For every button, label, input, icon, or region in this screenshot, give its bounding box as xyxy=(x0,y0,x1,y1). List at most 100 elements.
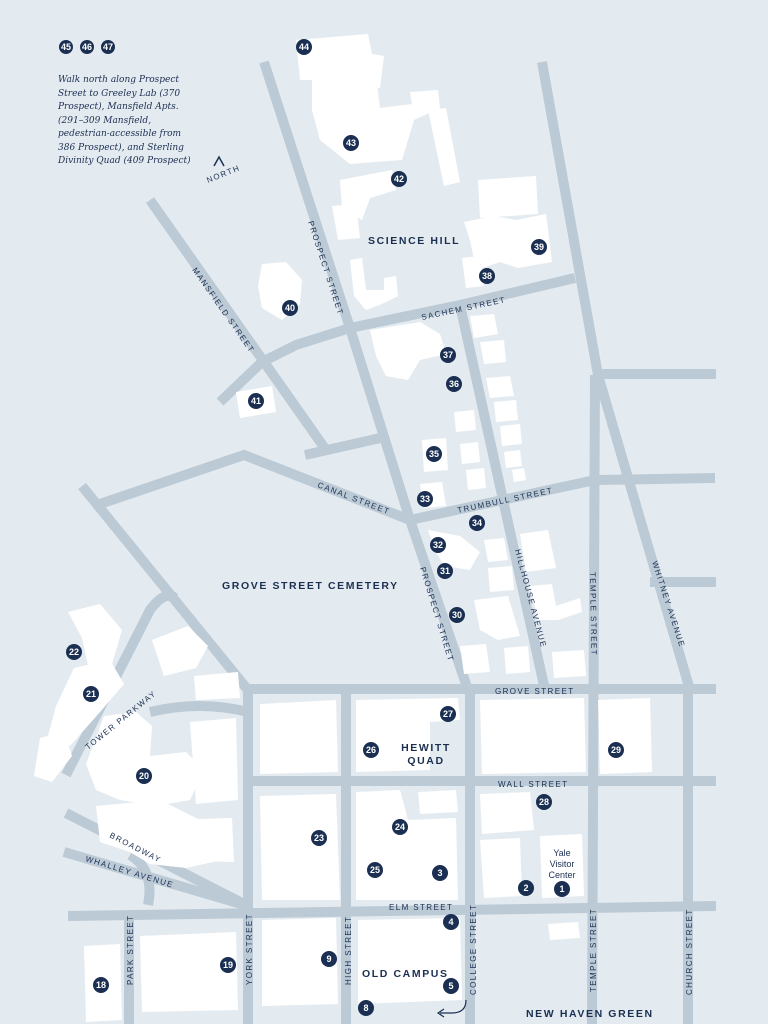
roads xyxy=(61,60,717,1024)
road-tower-parkway xyxy=(61,590,250,778)
extra-locations-legend: 45 46 47 xyxy=(59,40,115,54)
svg-text:5: 5 xyxy=(448,981,453,991)
road-mansfield xyxy=(145,197,331,453)
building xyxy=(504,646,530,674)
svg-text:9: 9 xyxy=(326,954,331,964)
building xyxy=(48,660,124,746)
pin-25[interactable]: 25 xyxy=(367,862,383,878)
svg-text:19: 19 xyxy=(223,960,233,970)
building xyxy=(358,918,462,1004)
svg-text:3: 3 xyxy=(437,868,442,878)
pin-27[interactable]: 27 xyxy=(440,706,456,722)
pin-18[interactable]: 18 xyxy=(93,977,109,993)
pin-42[interactable]: 42 xyxy=(391,171,407,187)
svg-text:29: 29 xyxy=(611,745,621,755)
north-label: NORTH xyxy=(205,163,241,185)
svg-text:36: 36 xyxy=(449,379,459,389)
pin-41[interactable]: 41 xyxy=(248,393,264,409)
pin-43[interactable]: 43 xyxy=(343,135,359,151)
pin-44[interactable]: 44 xyxy=(296,39,312,55)
svg-text:34: 34 xyxy=(472,518,482,528)
building xyxy=(460,644,490,674)
north-arrow-icon xyxy=(213,155,225,167)
pin-26[interactable]: 26 xyxy=(363,742,379,758)
building xyxy=(462,256,484,288)
pin-38[interactable]: 38 xyxy=(479,268,495,284)
svg-text:40: 40 xyxy=(285,303,295,313)
street-label-york: YORK STREET xyxy=(245,913,254,985)
building xyxy=(466,468,486,490)
location-pins: 1 2 3 4 5 8 9 18 19 20 21 22 23 24 25 26… xyxy=(66,39,624,1016)
pin-37[interactable]: 37 xyxy=(440,347,456,363)
pin-35[interactable]: 35 xyxy=(426,446,442,462)
building xyxy=(486,376,514,398)
pin-45[interactable]: 45 xyxy=(59,40,73,54)
street-label-temple: TEMPLE STREET xyxy=(588,572,598,656)
svg-text:26: 26 xyxy=(366,745,376,755)
svg-text:35: 35 xyxy=(429,449,439,459)
street-label-college: COLLEGE STREET xyxy=(469,904,478,995)
pin-5[interactable]: 5 xyxy=(443,978,459,994)
svg-text:46: 46 xyxy=(82,42,92,52)
pin-31[interactable]: 31 xyxy=(437,563,453,579)
pin-20[interactable]: 20 xyxy=(136,768,152,784)
north-indicator: NORTH xyxy=(205,155,241,185)
building xyxy=(190,718,238,804)
pin-34[interactable]: 34 xyxy=(469,515,485,531)
pin-36[interactable]: 36 xyxy=(446,376,462,392)
building xyxy=(484,538,508,562)
pin-24[interactable]: 24 xyxy=(392,819,408,835)
pin-30[interactable]: 30 xyxy=(449,607,465,623)
pin-3[interactable]: 3 xyxy=(432,865,448,881)
pin-33[interactable]: 33 xyxy=(417,491,433,507)
svg-text:41: 41 xyxy=(251,396,261,406)
street-label-grove: GROVE STREET xyxy=(495,687,574,696)
svg-text:25: 25 xyxy=(370,865,380,875)
building xyxy=(480,698,586,774)
svg-text:23: 23 xyxy=(314,833,324,843)
svg-text:28: 28 xyxy=(539,797,549,807)
building xyxy=(530,584,582,620)
svg-text:43: 43 xyxy=(346,138,356,148)
building xyxy=(512,468,526,482)
building xyxy=(480,340,506,364)
pin-8[interactable]: 8 xyxy=(358,1000,374,1016)
pin-19[interactable]: 19 xyxy=(220,957,236,973)
svg-text:33: 33 xyxy=(420,494,430,504)
pin-39[interactable]: 39 xyxy=(531,239,547,255)
building xyxy=(428,108,460,186)
pin-47[interactable]: 47 xyxy=(101,40,115,54)
building xyxy=(548,922,580,940)
road-sachem xyxy=(216,273,577,406)
pin-32[interactable]: 32 xyxy=(430,537,446,553)
pin-22[interactable]: 22 xyxy=(66,644,82,660)
building xyxy=(470,314,498,338)
building xyxy=(504,450,522,468)
building xyxy=(370,322,446,380)
area-label-grove-street-cemetery: GROVE STREET CEMETERY xyxy=(222,580,399,592)
pin-29[interactable]: 29 xyxy=(608,742,624,758)
pin-46[interactable]: 46 xyxy=(80,40,94,54)
building xyxy=(164,818,234,862)
building xyxy=(356,698,460,772)
pin-21[interactable]: 21 xyxy=(83,686,99,702)
pin-2[interactable]: 2 xyxy=(518,880,534,896)
pin-1[interactable]: 1 xyxy=(554,881,570,897)
svg-text:39: 39 xyxy=(534,242,544,252)
label-visitor-center-line-2: Visitor xyxy=(550,859,575,869)
building xyxy=(494,400,518,422)
building xyxy=(152,626,208,676)
pin-4[interactable]: 4 xyxy=(443,914,459,930)
area-label-quad: QUAD xyxy=(407,755,444,767)
building xyxy=(418,790,458,814)
pin-40[interactable]: 40 xyxy=(282,300,298,316)
road-temple xyxy=(587,374,600,1024)
street-label-church: CHURCH STREET xyxy=(685,908,694,995)
pin-9[interactable]: 9 xyxy=(321,951,337,967)
pin-23[interactable]: 23 xyxy=(311,830,327,846)
pin-28[interactable]: 28 xyxy=(536,794,552,810)
street-label-elm: ELM STREET xyxy=(389,903,453,912)
road-canal xyxy=(95,449,412,525)
svg-text:18: 18 xyxy=(96,980,106,990)
